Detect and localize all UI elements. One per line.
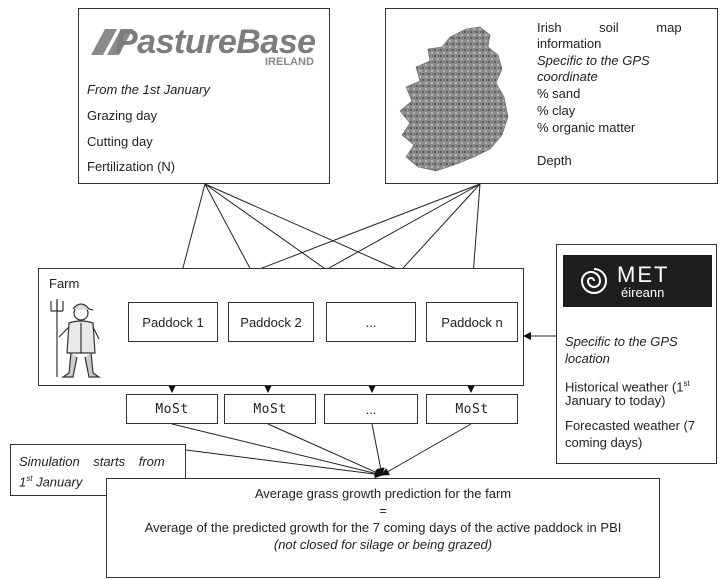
model-label-3: ... [365,401,377,417]
model-label-1: MoSt [155,401,189,417]
pasturebase-line-1: From the 1st January [87,82,210,97]
soil-line-2: information [537,36,602,51]
result-box: Average grass growth prediction for the … [106,478,660,578]
pasturebase-logo-text: PastureBase [115,23,316,61]
pasturebase-logo-sub: IRELAND [265,56,314,68]
met-swirl-icon [580,268,607,294]
soil-line-4: coordinate [537,69,598,84]
pasturebase-box: PastureBase IRELAND From the 1st January… [78,8,330,184]
met-historical-line-1: Historical weather (1st [565,375,690,395]
met-box: MET éireann Specific to the GPS location… [556,244,717,464]
met-location-line-1: Specific to the GPS [565,334,678,349]
pasturebase-leaf-icon [91,29,133,55]
simulation-line-2-sup: st [26,474,33,483]
model-box-1: MoSt [126,394,218,424]
met-historical-text: Historical weather (1 [565,379,684,395]
model-box-2: MoSt [224,394,316,424]
paddock-label-3: ... [365,314,377,330]
model-box-3: ... [324,394,418,424]
farm-label: Farm [49,276,80,291]
result-line-1: Average grass growth prediction for the … [254,486,512,501]
met-location-line-2: location [565,351,610,366]
met-historical-sup: st [683,379,690,388]
soil-line-7: % organic matter [537,120,636,135]
simulation-line-2-pre: 1 [19,474,27,490]
paddock-box-3: ... [326,302,416,342]
met-historical-line-2: January to today) [565,393,666,408]
soil-map-box: Irish soil map information Specific to t… [385,8,718,184]
pasturebase-logo: PastureBase IRELAND [87,23,323,71]
farmer-icon [50,299,101,378]
paddock-box-1: Paddock 1 [128,302,218,342]
met-forecast-line-2: coming days) [565,435,643,450]
paddock-label-n: Paddock n [441,314,503,330]
paddock-label-2: Paddock 2 [240,314,302,330]
pasturebase-line-2: Grazing day [87,108,158,123]
soil-line-1-text: Irish soil map [537,20,682,35]
ireland-soil-map [399,26,509,172]
pasturebase-line-3: Cutting day [87,134,153,149]
soil-line-6: % clay [537,103,576,118]
met-logo-sub: éireann [621,285,665,300]
result-line-2: = [379,503,387,518]
paddock-box-2: Paddock 2 [228,302,314,342]
met-forecast-line-1: Forecasted weather (7 [565,418,696,433]
paddock-label-1: Paddock 1 [142,314,204,330]
simulation-line-2: 1st January [19,470,82,490]
model-label-n: MoSt [455,401,489,417]
paddock-box-n: Paddock n [426,302,518,342]
soil-line-9: Depth [537,153,572,168]
soil-line-5: % sand [537,86,581,101]
simulation-line-1: Simulation starts from [19,454,165,469]
soil-line-3: Specific to the GPS [537,53,650,68]
simulation-line-2-post: January [32,474,83,490]
met-logo: MET éireann [563,255,712,307]
pasturebase-line-4: Fertilization (N) [87,159,176,174]
model-box-n: MoSt [426,394,518,424]
met-logo-text: MET [617,262,670,287]
soil-line-1: Irish soil map [537,19,709,36]
model-label-2: MoSt [253,401,287,417]
result-line-4: (not closed for silage or being grazed) [273,537,493,552]
result-line-3: Average of the predicted growth for the … [144,520,622,535]
